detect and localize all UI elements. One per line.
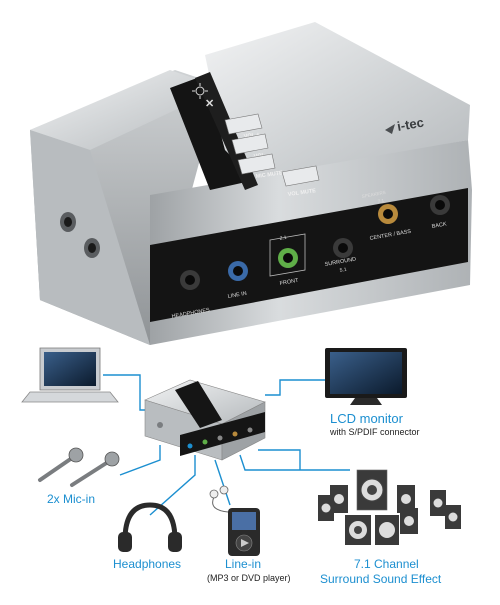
device-left-face [30,130,150,345]
sound-card-device: ✕ VOL + VOL – MIC MUTE VOL MUTE i-tec [30,22,472,345]
device-top-cover [205,22,470,180]
vol-mute-label: VOL MUTE [287,188,316,198]
front-top-label: 2.1 [279,235,287,242]
front-port-label: FRONT [279,278,299,287]
line-in-label: Line-in [225,557,262,571]
surround-sub-label: Surround Sound Effect [320,572,442,586]
lcd-monitor-label: LCD monitor [330,411,403,426]
connection-diagram [21,347,461,556]
line-in-sublabel: (MP3 or DVD player) [207,573,291,583]
vol-mute-button[interactable]: VOL MUTE [281,165,320,198]
center-bass-port[interactable] [378,204,398,224]
mp3-player-icon [209,485,260,556]
headphones-icon [118,502,182,552]
lcd-monitor-icon [325,348,407,405]
brand-text: i-tec [396,115,425,134]
surround-title-label: 7.1 Channel [354,557,419,571]
speaker-set-icon [318,469,461,545]
headphones-label: Headphones [113,557,182,571]
light-icon [192,83,208,99]
mic-mute-button[interactable]: MIC MUTE [237,153,284,180]
microphones-icon [38,447,120,487]
i-tec-logo: i-tec [385,115,425,134]
speakers-sub-label: 7.1 [377,198,385,204]
lcd-monitor-sublabel: with S/PDIF connector [330,427,420,437]
line-in-port[interactable] [228,261,248,281]
sound-card-small [144,379,266,461]
headphones-port[interactable] [180,270,200,290]
back-port-label: BACK [431,221,447,230]
laptop-icon [21,347,119,403]
line-in-port-label: LINE IN [227,291,247,300]
mic-in-label: 2x Mic-in [47,492,96,506]
back-port[interactable] [430,195,450,215]
speakers-label: SPEAKERS [361,190,386,199]
vol-up-label: VOL + [243,132,260,140]
vol-up-button[interactable]: VOL + [224,113,263,140]
surround-port-label: SURROUND [324,257,356,268]
surround-port[interactable] [333,238,353,258]
surround-sub-label: 5.1 [339,267,347,274]
mic-mute-label: MIC MUTE [255,170,283,180]
front-port[interactable] [278,248,298,268]
close-mark-icon: ✕ [205,98,214,110]
